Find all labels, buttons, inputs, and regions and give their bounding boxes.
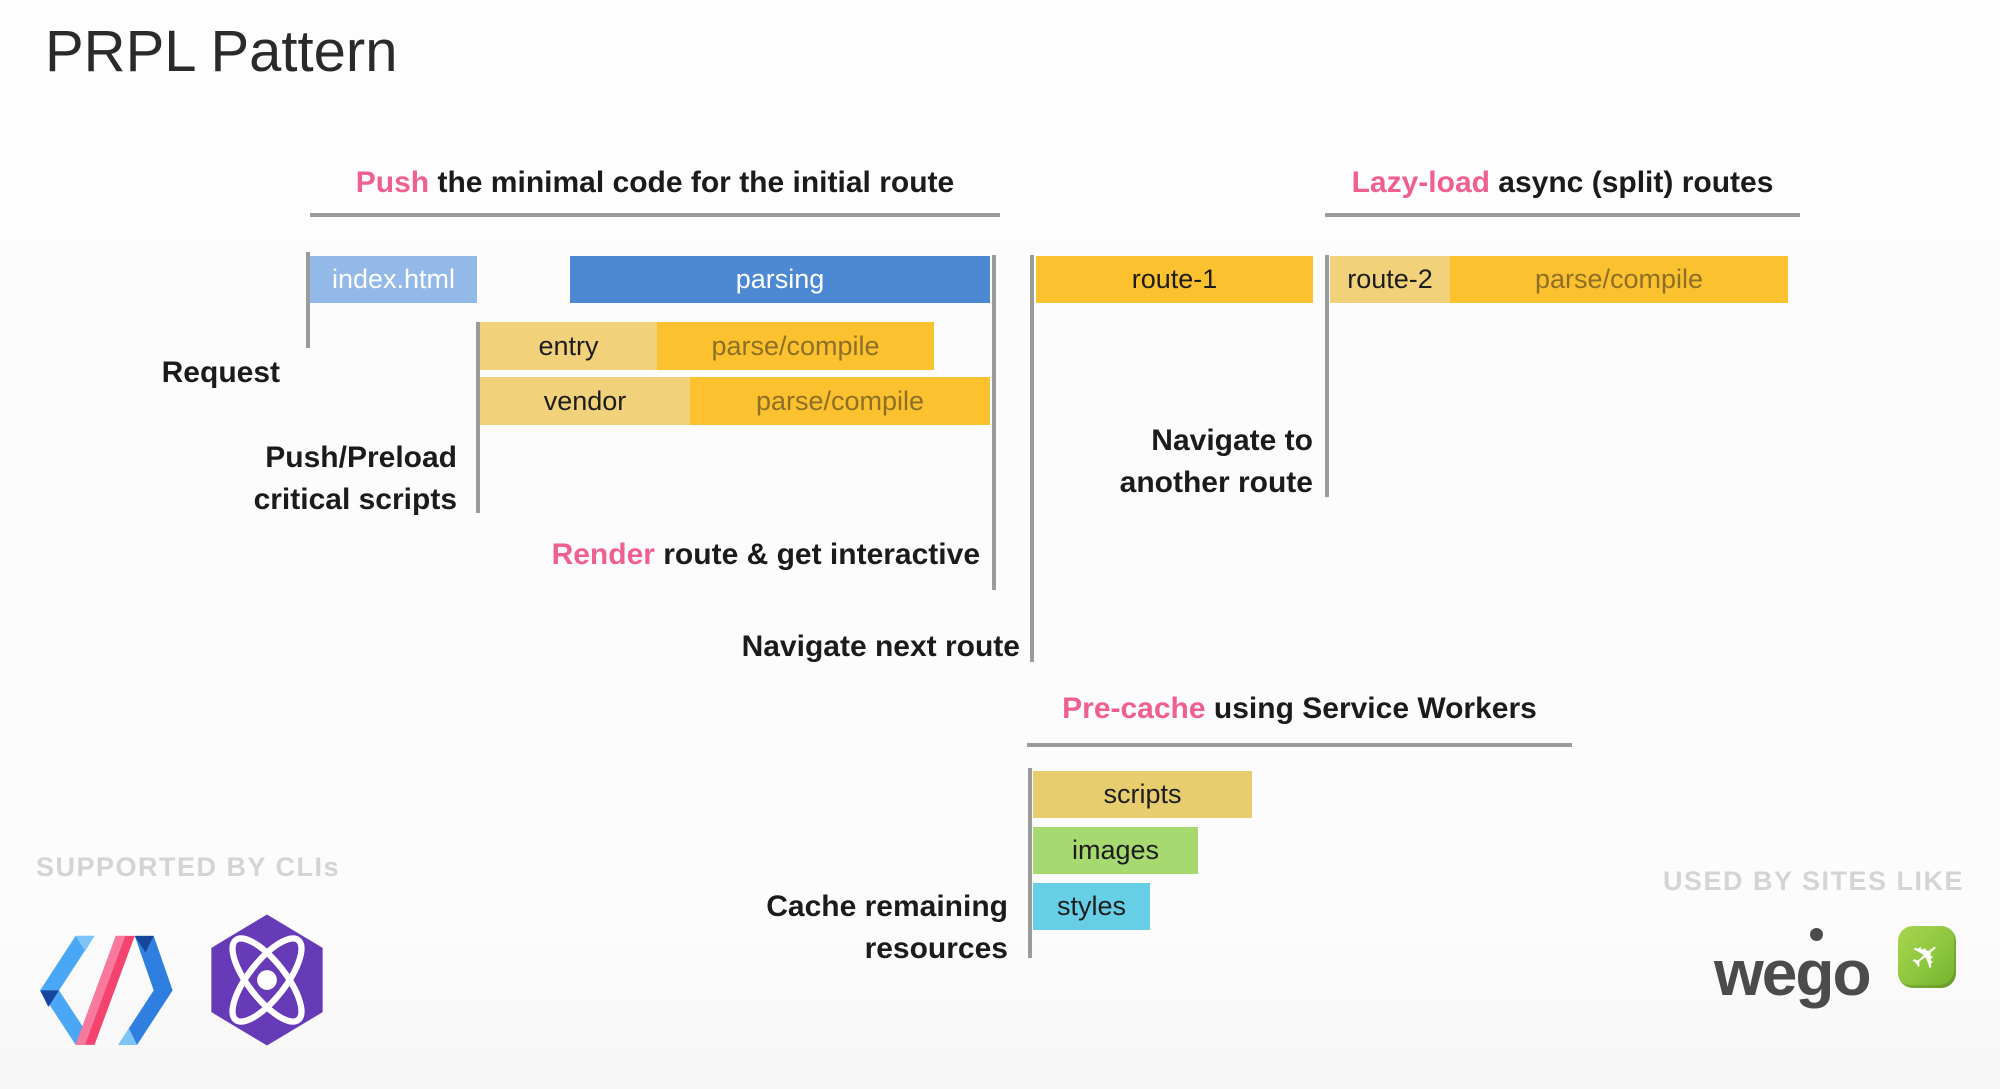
airplane-icon: ✈ [1901,930,1952,982]
lazyload-heading-highlight: Lazy-load [1351,166,1490,199]
vendor-bar-segment: vendor [480,377,690,425]
navigate-next-marker-line [1030,255,1034,662]
cache-remaining-label-line1: Cache remaining [766,890,1008,923]
navigate-another-label: Navigate to another route [900,420,1313,504]
vendor-parse-label: parse/compile [755,385,925,416]
index-html-bar-label: index.html [331,264,456,294]
parsing-bar-segment: parsing [570,256,990,303]
request-marker-line [306,252,310,348]
route-1-bar-segment: route-1 [1036,256,1313,303]
wego-g-dot [1810,928,1823,941]
route-1-bar: route-1 [1036,256,1313,303]
entry-parse-segment: parse/compile [657,322,934,370]
vendor-bar: vendor parse/compile [480,377,990,425]
navigate-another-label-line1: Navigate to [1151,424,1313,457]
render-heading-rest: route & get interactive [654,538,980,571]
entry-bar-label: entry [538,330,599,361]
parsing-bar-label: parsing [735,264,825,294]
scripts-bar-label: scripts [1103,779,1182,809]
request-label: Request [161,356,280,389]
push-preload-label-line1: Push/Preload [265,441,457,474]
polymer-logo [33,928,175,1048]
precache-marker-line [1028,768,1032,958]
preact-logo [205,912,329,1048]
lazyload-heading-rest: async (split) routes [1489,166,1774,199]
entry-bar-segment: entry [480,322,657,370]
styles-bar-segment: styles [1033,883,1150,930]
push-preload-marker-line [476,322,480,513]
route-2-parse-segment: parse/compile [1450,256,1788,303]
cache-remaining-label-line2: resources [864,932,1008,965]
entry-parse-label: parse/compile [711,330,880,361]
render-heading: Render route & get interactive [380,538,980,572]
precache-heading: Pre-cache using Service Workers [1027,692,1572,726]
images-bar-segment: images [1033,827,1198,874]
lazyload-heading: Lazy-load async (split) routes [1325,166,1800,200]
lazyload-heading-underline [1325,213,1800,217]
route-2-parse-label: parse/compile [1534,264,1704,294]
supported-by-clis-watermark: SUPPORTED BY CLIs [36,852,341,882]
push-heading-highlight: Push [355,166,430,199]
navigate-next-label: Navigate next route [741,630,1020,663]
vendor-bar-label: vendor [543,385,627,416]
cache-remaining-label: Cache remaining resources [600,886,1008,970]
route-2-bar: route-2 parse/compile [1330,256,1788,303]
scripts-bar: scripts [1033,771,1252,818]
push-preload-label-line2: critical scripts [253,483,457,516]
parsing-bar: parsing [570,256,990,303]
navigate-another-label-line2: another route [1119,466,1313,499]
route-1-bar-label: route-1 [1131,264,1218,294]
preact-logo-icon [211,914,323,1046]
navigate-another-marker-line [1325,255,1329,497]
route-2-bar-label: route-2 [1347,264,1433,294]
precache-heading-rest: using Service Workers [1205,692,1537,725]
vendor-parse-segment: parse/compile [690,377,990,425]
images-bar-label: images [1071,835,1160,865]
images-bar: images [1033,827,1198,874]
entry-bar: entry parse/compile [480,322,934,370]
precache-heading-underline [1027,743,1572,747]
scripts-bar-segment: scripts [1033,771,1252,818]
push-heading-rest: the minimal code for the initial route [429,166,955,199]
render-heading-highlight: Render [551,538,655,571]
wego-logo: wego ✈ [1700,926,1962,1036]
polymer-logo-icon [40,935,173,1045]
push-heading-underline [310,213,1000,217]
wego-airplane-tile: ✈ [1898,926,1956,988]
used-by-sites-watermark: USED BY SITES LIKE [1662,866,1964,896]
precache-heading-highlight: Pre-cache [1062,692,1206,725]
wego-wordmark: wego [1714,937,1872,1009]
push-heading: Push the minimal code for the initial ro… [310,166,1000,200]
index-html-bar: index.html [310,256,477,303]
route-2-bar-segment: route-2 [1330,256,1450,303]
styles-bar: styles [1033,883,1150,930]
push-preload-label: Push/Preload critical scripts [100,437,457,521]
index-html-bar-segment: index.html [310,256,477,303]
render-marker-line [992,255,996,590]
page-title: PRPL Pattern [45,19,398,84]
styles-bar-label: styles [1056,891,1127,921]
